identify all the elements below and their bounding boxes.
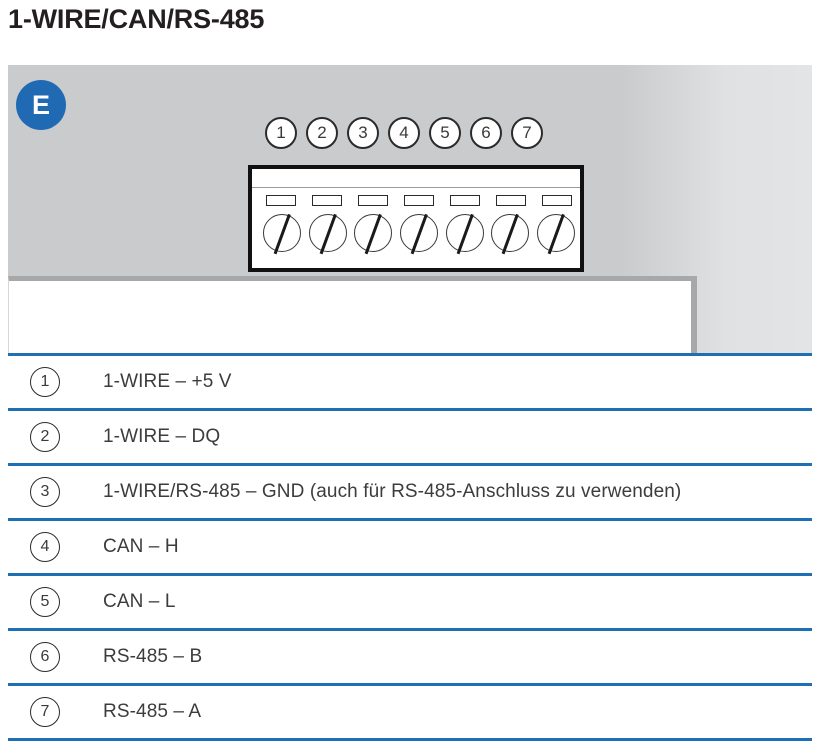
pin-number-circle: 3 xyxy=(30,477,60,507)
table-row: 6 RS-485 – B xyxy=(8,631,812,683)
pin-label: 1-WIRE – DQ xyxy=(103,426,221,447)
table-separator xyxy=(8,573,812,576)
screw-icon-3 xyxy=(354,214,393,252)
terminal-slot-4 xyxy=(404,195,434,206)
terminal-screw-row xyxy=(263,214,575,252)
callout-circle-6: 6 xyxy=(470,117,502,149)
table-row: 2 1-WIRE – DQ xyxy=(8,411,812,463)
table-separator xyxy=(8,463,812,466)
screw-icon-5 xyxy=(445,214,484,252)
device-body-panel xyxy=(8,276,697,353)
pin-number-circle: 7 xyxy=(30,697,60,727)
terminal-block xyxy=(248,165,584,272)
page-title: 1-WIRE/CAN/RS-485 xyxy=(8,4,265,34)
terminal-slot-row xyxy=(266,195,572,206)
terminal-slot-6 xyxy=(496,195,526,206)
table-separator xyxy=(8,408,812,411)
callout-circle-5: 5 xyxy=(429,117,461,149)
pin-label: 1-WIRE/RS-485 – GND (auch für RS-485-Ans… xyxy=(103,481,682,502)
callout-circle-1: 1 xyxy=(265,117,297,149)
terminal-slot-1 xyxy=(266,195,296,206)
pin-number-circle: 6 xyxy=(30,642,60,672)
pin-label: RS-485 – A xyxy=(103,701,202,722)
terminal-slot-5 xyxy=(450,195,480,206)
table-separator xyxy=(8,628,812,631)
section-badge-e: E xyxy=(16,80,66,130)
terminal-block-divider xyxy=(252,187,580,188)
callout-number-row: 1 2 3 4 5 6 7 xyxy=(265,117,543,149)
terminal-slot-2 xyxy=(312,195,342,206)
terminal-slot-3 xyxy=(358,195,388,206)
table-row: 1 1-WIRE – +5 V xyxy=(8,356,812,408)
callout-circle-2: 2 xyxy=(306,117,338,149)
pin-number-circle: 1 xyxy=(30,367,60,397)
callout-circle-3: 3 xyxy=(347,117,379,149)
screw-icon-1 xyxy=(263,214,301,252)
pin-number-circle: 4 xyxy=(30,532,60,562)
table-row: 4 CAN – H xyxy=(8,521,812,573)
pin-label: CAN – L xyxy=(103,591,176,612)
pin-label: CAN – H xyxy=(103,536,179,557)
callout-circle-4: 4 xyxy=(388,117,420,149)
connector-illustration: E 1 2 3 4 5 6 7 xyxy=(8,65,812,353)
table-row: 3 1-WIRE/RS-485 – GND (auch für RS-485-A… xyxy=(8,466,812,518)
pin-assignment-table: 1 1-WIRE – +5 V 2 1-WIRE – DQ 3 1-WIRE/R… xyxy=(8,353,812,741)
pin-number-circle: 2 xyxy=(30,422,60,452)
screw-icon-2 xyxy=(308,214,347,252)
screw-icon-4 xyxy=(399,214,438,252)
table-separator xyxy=(8,738,812,741)
callout-circle-7: 7 xyxy=(511,117,543,149)
terminal-slot-7 xyxy=(542,195,572,206)
table-separator xyxy=(8,518,812,521)
table-separator xyxy=(8,683,812,686)
table-row: 7 RS-485 – A xyxy=(8,686,812,738)
pin-label: RS-485 – B xyxy=(103,646,203,667)
screw-icon-6 xyxy=(491,214,530,252)
pin-number-circle: 5 xyxy=(30,587,60,617)
pin-label: 1-WIRE – +5 V xyxy=(103,371,232,392)
table-row: 5 CAN – L xyxy=(8,576,812,628)
screw-icon-7 xyxy=(536,214,575,252)
table-separator xyxy=(8,353,812,356)
